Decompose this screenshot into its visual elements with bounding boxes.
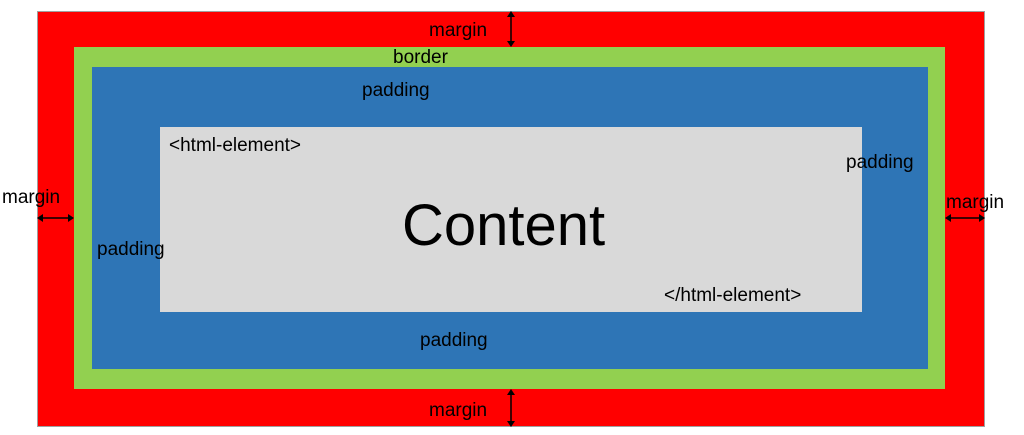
padding-bottom-label: padding — [420, 330, 488, 351]
border-label: border — [393, 47, 448, 68]
padding-left-label: padding — [97, 239, 165, 260]
margin-left-label: margin — [2, 187, 61, 208]
content-area — [160, 127, 862, 312]
padding-right-label: padding — [846, 152, 914, 173]
content-label: Content — [402, 193, 606, 258]
margin-right-label: margin — [946, 192, 1005, 213]
margin-top-label: margin — [429, 20, 488, 41]
margin-bottom-label: margin — [429, 400, 488, 421]
padding-top-label: padding — [362, 80, 430, 101]
close-tag-label: </html-element> — [664, 285, 802, 306]
open-tag-label: <html-element> — [169, 135, 302, 156]
